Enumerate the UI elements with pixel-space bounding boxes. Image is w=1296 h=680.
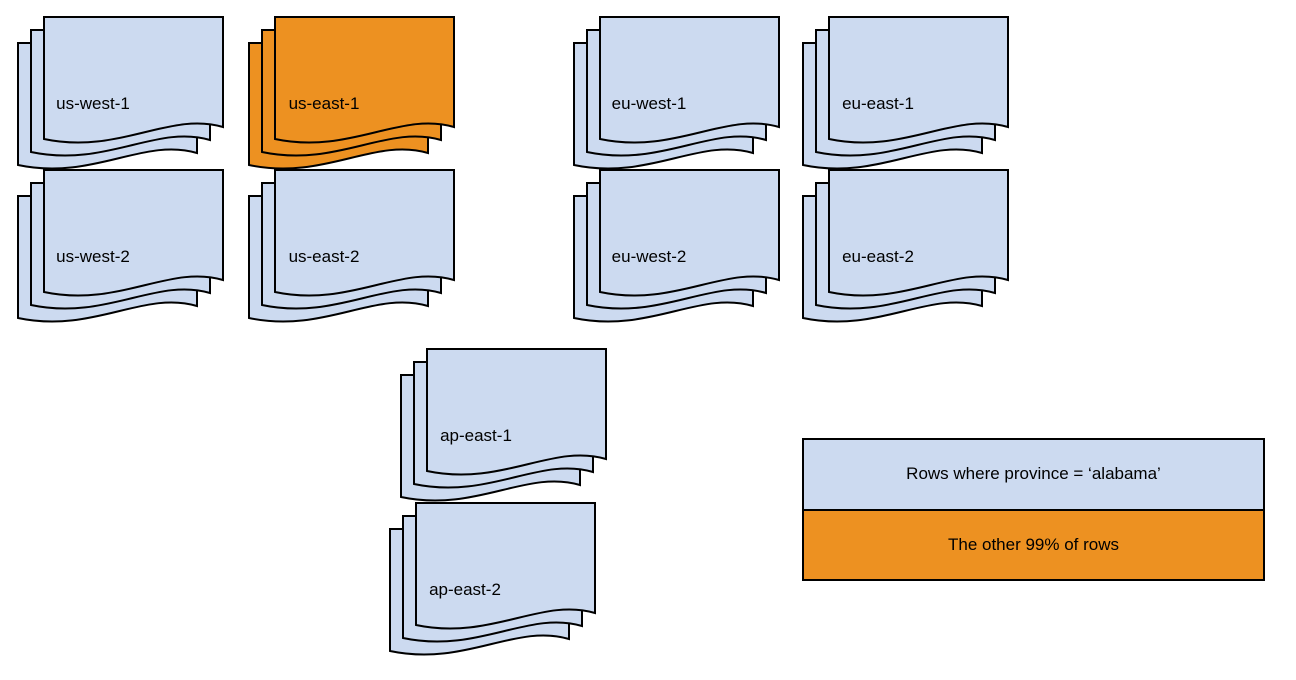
stack-sheet [43,16,224,144]
legend-row-blue: Rows where province = ‘alabama’ [804,440,1263,511]
region-stack-us-west-2[interactable] [17,169,248,345]
region-stack-ap-east-2[interactable] [389,502,620,678]
stack-sheet [43,169,224,297]
stack-sheet [426,348,607,476]
stack-sheet [599,16,780,144]
stack-sheet [828,169,1009,297]
legend-label-blue: Rows where province = ‘alabama’ [906,464,1161,484]
region-stack-eu-east-2[interactable] [802,169,1033,345]
stack-sheet [599,169,780,297]
stack-sheet [828,16,1009,144]
stack-sheet [274,16,455,144]
region-stack-us-east-2[interactable] [248,169,479,345]
region-stack-eu-east-1[interactable] [802,16,1033,192]
legend-row-orange: The other 99% of rows [804,510,1263,579]
region-stack-us-east-1[interactable] [248,16,479,192]
legend-label-orange: The other 99% of rows [947,534,1120,554]
stack-sheet [274,169,455,297]
region-stack-ap-east-1[interactable] [400,348,631,524]
stack-sheet [415,502,596,630]
region-stack-eu-west-1[interactable] [573,16,804,192]
legend: Rows where province = ‘alabama’ The othe… [802,438,1265,581]
region-stack-us-west-1[interactable] [17,16,248,192]
region-stack-eu-west-2[interactable] [573,169,804,345]
